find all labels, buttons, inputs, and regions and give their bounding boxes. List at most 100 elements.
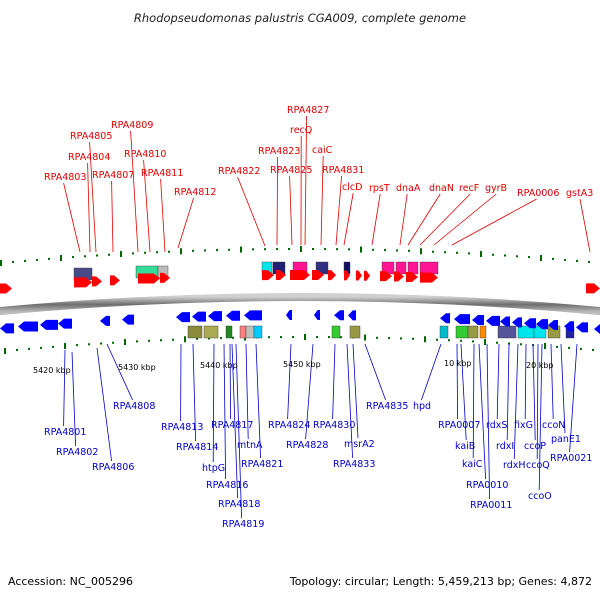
gene-label-rdxh: rdxH bbox=[503, 460, 526, 471]
tick-mark bbox=[300, 246, 302, 252]
tick-mark bbox=[496, 341, 498, 344]
tick-mark bbox=[0, 260, 2, 267]
gene-label-rpa4835: RPA4835 bbox=[366, 401, 408, 412]
tick-mark bbox=[268, 336, 270, 339]
tick-mark bbox=[156, 251, 158, 254]
reverse-gene-arrow bbox=[454, 314, 470, 325]
tick-mark bbox=[232, 336, 234, 339]
tick-mark bbox=[184, 336, 186, 343]
scale-label: 5440 kbp bbox=[200, 361, 238, 370]
gene-label-rpa4823: RPA4823 bbox=[258, 146, 300, 157]
tick-mark bbox=[424, 336, 426, 343]
leader-line bbox=[524, 343, 527, 420]
gene-label-kaic: kaiC bbox=[462, 459, 483, 470]
gene-labels: RPA4803RPA4804RPA4805RPA4807RPA4809RPA48… bbox=[44, 105, 593, 530]
tick-mark bbox=[528, 256, 530, 259]
tick-mark bbox=[348, 248, 350, 251]
reverse-gene-arrow bbox=[500, 316, 510, 327]
leader-line bbox=[287, 343, 292, 420]
leader-line bbox=[352, 343, 359, 439]
tick-mark bbox=[472, 340, 474, 343]
leader-line bbox=[255, 343, 261, 459]
gene-label-recf: recF bbox=[459, 183, 479, 194]
tick-mark bbox=[324, 248, 326, 251]
tick-mark bbox=[340, 336, 342, 339]
tick-mark bbox=[24, 259, 26, 262]
leader-line bbox=[560, 343, 566, 434]
leader-line bbox=[229, 343, 231, 420]
tick-mark bbox=[376, 336, 378, 339]
tick-mark bbox=[592, 348, 594, 351]
gene-label-rpa4816: RPA4816 bbox=[206, 480, 248, 491]
tick-mark bbox=[16, 348, 18, 351]
leader-line bbox=[160, 178, 166, 253]
feature-box bbox=[203, 325, 219, 339]
forward-gene-arrow bbox=[356, 270, 362, 281]
leader-line bbox=[212, 343, 215, 463]
gene-label-rpa0021: RPA0021 bbox=[550, 453, 592, 464]
gene-label-rdxi: rdxI bbox=[496, 441, 514, 452]
leader-line bbox=[478, 343, 486, 480]
gene-label-rpa4819: RPA4819 bbox=[222, 519, 264, 530]
tick-mark bbox=[360, 246, 362, 253]
gene-label-rpa4813: RPA4813 bbox=[161, 422, 203, 433]
tick-mark bbox=[292, 336, 294, 339]
leader-line bbox=[486, 343, 490, 500]
tick-mark bbox=[48, 257, 50, 260]
tick-mark bbox=[328, 336, 330, 339]
reverse-gene-arrow bbox=[334, 310, 344, 321]
reverse-gene-arrow bbox=[486, 315, 500, 326]
leader-line bbox=[223, 343, 226, 480]
tick-mark bbox=[196, 337, 198, 340]
leader-line bbox=[235, 343, 242, 519]
forward-gene-arrow bbox=[276, 270, 286, 281]
gene-label-rpa0006: RPA0006 bbox=[517, 188, 559, 199]
feature-box bbox=[239, 325, 247, 339]
gene-label-rpa4825: RPA4825 bbox=[270, 165, 312, 176]
tick-mark bbox=[576, 259, 578, 262]
tick-mark bbox=[120, 251, 122, 258]
genome-backbone bbox=[0, 293, 600, 316]
tick-mark bbox=[420, 248, 422, 255]
tick-mark bbox=[336, 248, 338, 251]
tick-mark bbox=[52, 345, 54, 348]
tick-mark bbox=[384, 249, 386, 252]
tick-mark bbox=[144, 251, 146, 254]
leader-line bbox=[456, 343, 458, 420]
tick-mark bbox=[64, 342, 66, 349]
gene-label-rpa4818: RPA4818 bbox=[218, 499, 260, 510]
tick-mark bbox=[508, 342, 510, 345]
tick-mark bbox=[192, 249, 194, 252]
forward-gene-arrow bbox=[406, 271, 418, 282]
tick-mark bbox=[172, 338, 174, 341]
tick-mark bbox=[180, 248, 182, 255]
tick-mark bbox=[76, 344, 78, 347]
reverse-gene-arrow bbox=[58, 318, 72, 329]
reverse-gene-arrow bbox=[208, 311, 222, 322]
feature-box bbox=[467, 325, 479, 339]
forward-gene-arrow bbox=[394, 271, 404, 282]
gene-label-rpa4812: RPA4812 bbox=[174, 187, 216, 198]
tick-mark bbox=[456, 251, 458, 254]
tick-mark bbox=[208, 337, 210, 340]
tick-mark bbox=[516, 255, 518, 258]
tick-mark bbox=[216, 249, 218, 252]
tick-mark bbox=[124, 339, 126, 346]
leader-line bbox=[419, 193, 471, 246]
gene-label-rpa4810: RPA4810 bbox=[124, 149, 166, 160]
reverse-gene-arrow bbox=[548, 319, 558, 330]
gene-label-rpa4804: RPA4804 bbox=[68, 152, 110, 163]
feature-box bbox=[439, 325, 449, 339]
gene-label-rpa4817: RPA4817 bbox=[211, 420, 253, 431]
reverse-gene-arrow bbox=[348, 310, 356, 321]
leader-line bbox=[569, 343, 578, 453]
gene-label-rpa4809: RPA4809 bbox=[111, 120, 153, 131]
gene-label-ccon: ccoN bbox=[542, 420, 565, 431]
forward-gene-arrow bbox=[110, 275, 120, 286]
reverse-gene-arrow bbox=[472, 314, 484, 325]
leader-line bbox=[320, 155, 324, 246]
map-title: Rhodopseudomonas palustris CGA009, compl… bbox=[134, 11, 466, 25]
gene-label-recq: recQ bbox=[290, 125, 312, 136]
leader-line bbox=[289, 175, 293, 246]
leader-line bbox=[421, 343, 442, 401]
